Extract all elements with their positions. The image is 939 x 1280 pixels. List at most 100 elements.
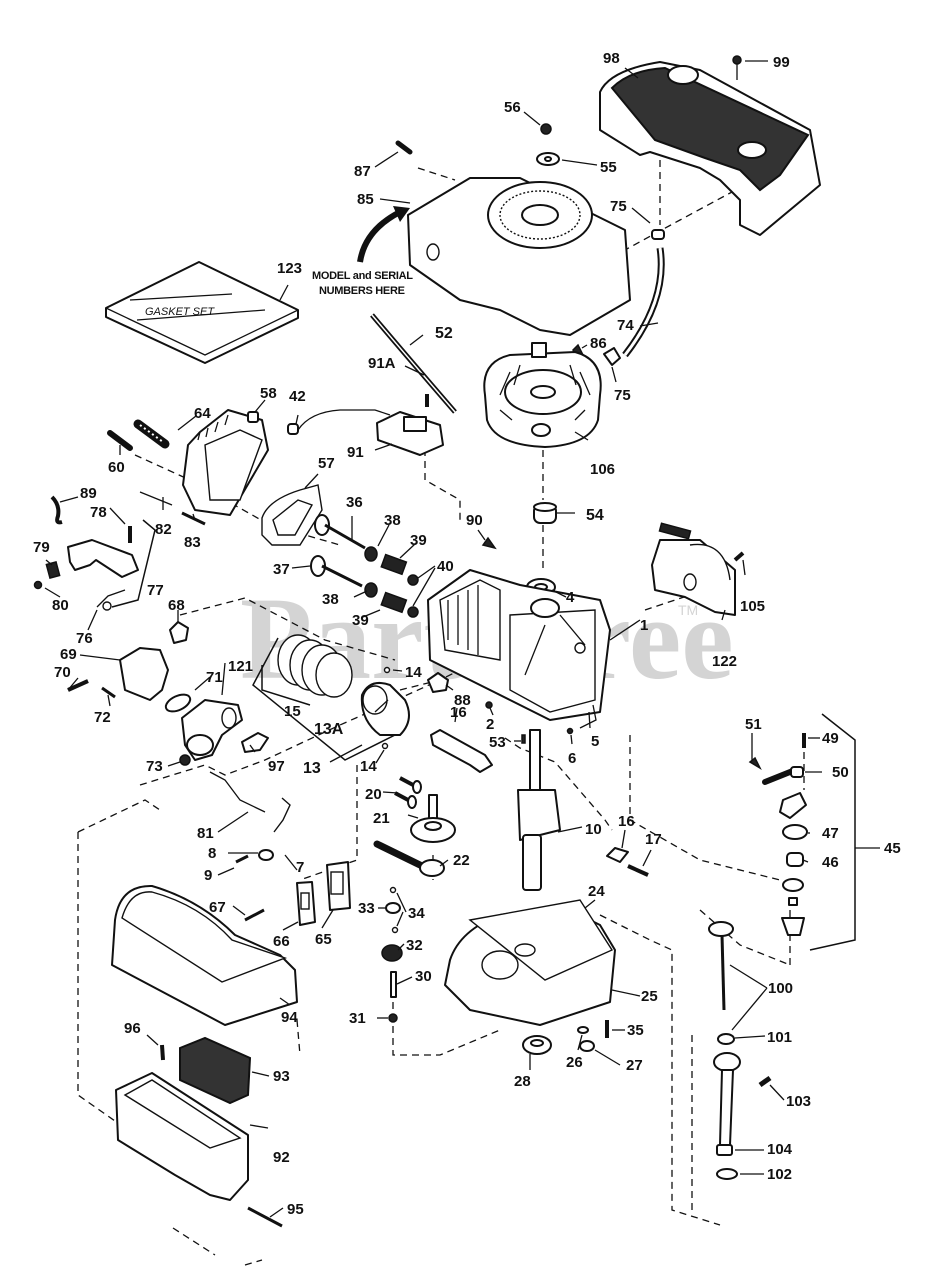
callout-64[interactable]: 64 (194, 405, 211, 422)
callout-47[interactable]: 47 (822, 825, 839, 842)
callout-39-upper[interactable]: 39 (410, 532, 427, 549)
callout-35[interactable]: 35 (627, 1022, 644, 1039)
callout-16-upper[interactable]: 16 (450, 704, 467, 721)
callout-106[interactable]: 106 (590, 461, 615, 478)
callout-68[interactable]: 68 (168, 597, 185, 614)
callout-123[interactable]: 123 (277, 260, 302, 277)
callout-36[interactable]: 36 (346, 494, 363, 511)
callout-27[interactable]: 27 (626, 1057, 643, 1074)
callout-22[interactable]: 22 (453, 852, 470, 869)
callout-32[interactable]: 32 (406, 937, 423, 954)
callout-1[interactable]: 1 (640, 617, 648, 634)
callout-101[interactable]: 101 (767, 1029, 792, 1046)
callout-39-lower[interactable]: 39 (352, 612, 369, 629)
callout-86[interactable]: 86 (590, 335, 607, 352)
callout-95[interactable]: 95 (287, 1201, 304, 1218)
callout-25[interactable]: 25 (641, 988, 658, 1005)
callout-14-lower[interactable]: 14 (360, 758, 377, 775)
callout-81[interactable]: 81 (197, 825, 214, 842)
callout-8[interactable]: 8 (208, 845, 216, 862)
callout-78[interactable]: 78 (90, 504, 107, 521)
callout-26[interactable]: 26 (566, 1054, 583, 1071)
callout-122[interactable]: 122 (712, 653, 737, 670)
callout-75-top[interactable]: 75 (610, 198, 627, 215)
callout-4[interactable]: 4 (566, 589, 575, 606)
callout-57[interactable]: 57 (318, 455, 335, 472)
callout-71[interactable]: 71 (206, 669, 223, 686)
callout-42[interactable]: 42 (289, 388, 306, 405)
callout-96[interactable]: 96 (124, 1020, 141, 1037)
callout-16-lower[interactable]: 16 (618, 813, 635, 830)
callout-31[interactable]: 31 (349, 1010, 366, 1027)
callout-51[interactable]: 51 (745, 716, 762, 733)
callout-82[interactable]: 82 (155, 521, 172, 538)
callout-89[interactable]: 89 (80, 485, 97, 502)
callout-13[interactable]: 13 (303, 760, 321, 777)
callout-91A[interactable]: 91A (368, 355, 396, 372)
callout-88[interactable]: 88 (454, 692, 471, 709)
callout-6[interactable]: 6 (568, 750, 576, 767)
callout-54[interactable]: 54 (586, 507, 604, 524)
callout-93[interactable]: 93 (273, 1068, 290, 1085)
callout-5[interactable]: 5 (591, 733, 599, 750)
callout-9[interactable]: 9 (204, 867, 212, 884)
callout-38-lower[interactable]: 38 (322, 591, 339, 608)
callout-79[interactable]: 79 (33, 539, 50, 556)
callout-33[interactable]: 33 (358, 900, 375, 917)
callout-37[interactable]: 37 (273, 561, 290, 578)
callout-60[interactable]: 60 (108, 459, 125, 476)
callout-14-upper[interactable]: 14 (405, 664, 422, 681)
callout-80[interactable]: 80 (52, 597, 69, 614)
callout-77[interactable]: 77 (147, 582, 164, 599)
callout-24[interactable]: 24 (588, 883, 605, 900)
callout-21[interactable]: 21 (373, 810, 390, 827)
callout-49[interactable]: 49 (822, 730, 839, 747)
callout-10[interactable]: 10 (585, 821, 602, 838)
callout-99[interactable]: 99 (773, 54, 790, 71)
callout-70[interactable]: 70 (54, 664, 71, 681)
callout-94[interactable]: 94 (281, 1009, 298, 1026)
callout-30[interactable]: 30 (415, 968, 432, 985)
callout-105[interactable]: 105 (740, 598, 765, 615)
callout-100[interactable]: 100 (768, 980, 793, 997)
callout-58[interactable]: 58 (260, 385, 277, 402)
callout-55[interactable]: 55 (600, 159, 617, 176)
callout-72[interactable]: 72 (94, 709, 111, 726)
callout-98[interactable]: 98 (603, 50, 620, 67)
callout-17[interactable]: 17 (645, 831, 662, 848)
callout-45[interactable]: 45 (884, 840, 901, 857)
callout-52[interactable]: 52 (435, 325, 453, 342)
callout-87[interactable]: 87 (354, 163, 371, 180)
callout-38-upper[interactable]: 38 (384, 512, 401, 529)
callout-66[interactable]: 66 (273, 933, 290, 950)
callout-28[interactable]: 28 (514, 1073, 531, 1090)
callout-103[interactable]: 103 (786, 1093, 811, 1110)
callout-75-lower[interactable]: 75 (614, 387, 631, 404)
callout-56[interactable]: 56 (504, 99, 521, 116)
callout-90[interactable]: 90 (466, 512, 483, 529)
callout-15[interactable]: 15 (284, 703, 301, 720)
callout-91[interactable]: 91 (347, 444, 364, 461)
callout-20[interactable]: 20 (365, 786, 382, 803)
callout-53[interactable]: 53 (489, 734, 506, 751)
callout-50[interactable]: 50 (832, 764, 849, 781)
callout-13A[interactable]: 13A (314, 721, 344, 738)
callout-34[interactable]: 34 (408, 905, 425, 922)
callout-102[interactable]: 102 (767, 1166, 792, 1183)
callout-73[interactable]: 73 (146, 758, 163, 775)
callout-65[interactable]: 65 (315, 931, 332, 948)
callout-121[interactable]: 121 (228, 658, 253, 675)
callout-67[interactable]: 67 (209, 899, 226, 916)
callout-2[interactable]: 2 (486, 716, 494, 733)
callout-76[interactable]: 76 (76, 630, 93, 647)
callout-85[interactable]: 85 (357, 191, 374, 208)
callout-92[interactable]: 92 (273, 1149, 290, 1166)
callout-83[interactable]: 83 (184, 534, 201, 551)
callout-104[interactable]: 104 (767, 1141, 793, 1158)
callout-46[interactable]: 46 (822, 854, 839, 871)
callout-40[interactable]: 40 (437, 558, 454, 575)
callout-97[interactable]: 97 (268, 758, 285, 775)
callout-74[interactable]: 74 (617, 317, 634, 334)
callout-7[interactable]: 7 (296, 859, 304, 876)
callout-69[interactable]: 69 (60, 646, 77, 663)
